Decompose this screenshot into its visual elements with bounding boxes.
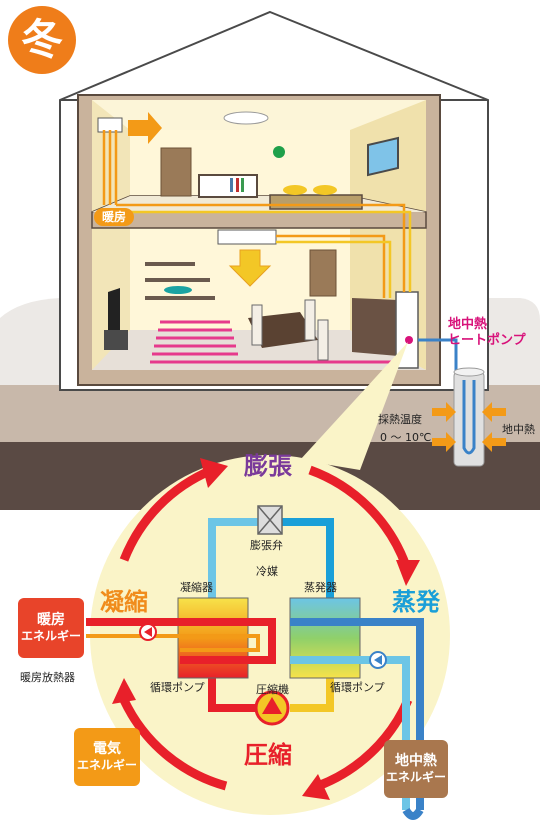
- heating-label: 暖房: [94, 208, 135, 226]
- ground-temp-range: 0 ～ 10℃: [380, 431, 432, 444]
- circulation-pump-right-label: 循環ポンプ: [330, 681, 385, 694]
- heating-circuit: [86, 618, 276, 664]
- ground-energy-box: 地中熱 エネルギー: [384, 740, 448, 798]
- condenser-label: 凝縮器: [180, 581, 213, 594]
- compression-label: 圧縮: [244, 741, 292, 769]
- heating-energy-box: 暖房 エネルギー: [18, 598, 84, 658]
- electric-energy-line1: 電気: [93, 741, 121, 758]
- ground-energy-line1: 地中熱: [395, 753, 437, 770]
- heat-pump-label-line1: 地中熱: [448, 317, 488, 332]
- condensation-label: 凝縮: [100, 588, 148, 616]
- heating-energy-line1: 暖房: [37, 612, 65, 629]
- refrigerant-label: 冷媒: [256, 565, 278, 578]
- electric-energy-box: 電気 エネルギー: [74, 728, 140, 786]
- expansion-label: 膨張: [244, 452, 292, 480]
- season-badge: 冬: [8, 6, 76, 74]
- house: [59, 10, 489, 391]
- electric-energy-line2: エネルギー: [76, 758, 137, 773]
- expansion-valve-label: 膨張弁: [250, 539, 283, 552]
- heat-pump-label-line2: ヒートポンプ: [448, 333, 526, 348]
- compressor-label: 圧縮機: [256, 683, 289, 696]
- evaporator-label: 蒸発器: [304, 581, 337, 594]
- evaporation-label: 蒸発: [392, 588, 440, 616]
- ground-loop-pipe: [418, 338, 506, 467]
- circulation-pump-left-label: 循環ポンプ: [150, 681, 205, 694]
- heating-radiator-label: 暖房放熱器: [20, 671, 75, 684]
- cycle-arrowheads: [112, 458, 420, 800]
- cycle-arrows: [119, 465, 413, 791]
- ground-energy-line2: エネルギー: [385, 770, 446, 785]
- heating-energy-line2: エネルギー: [20, 629, 81, 644]
- ground-heat-label: 地中熱: [502, 423, 535, 436]
- ground-temp-label: 採熱温度: [378, 413, 422, 426]
